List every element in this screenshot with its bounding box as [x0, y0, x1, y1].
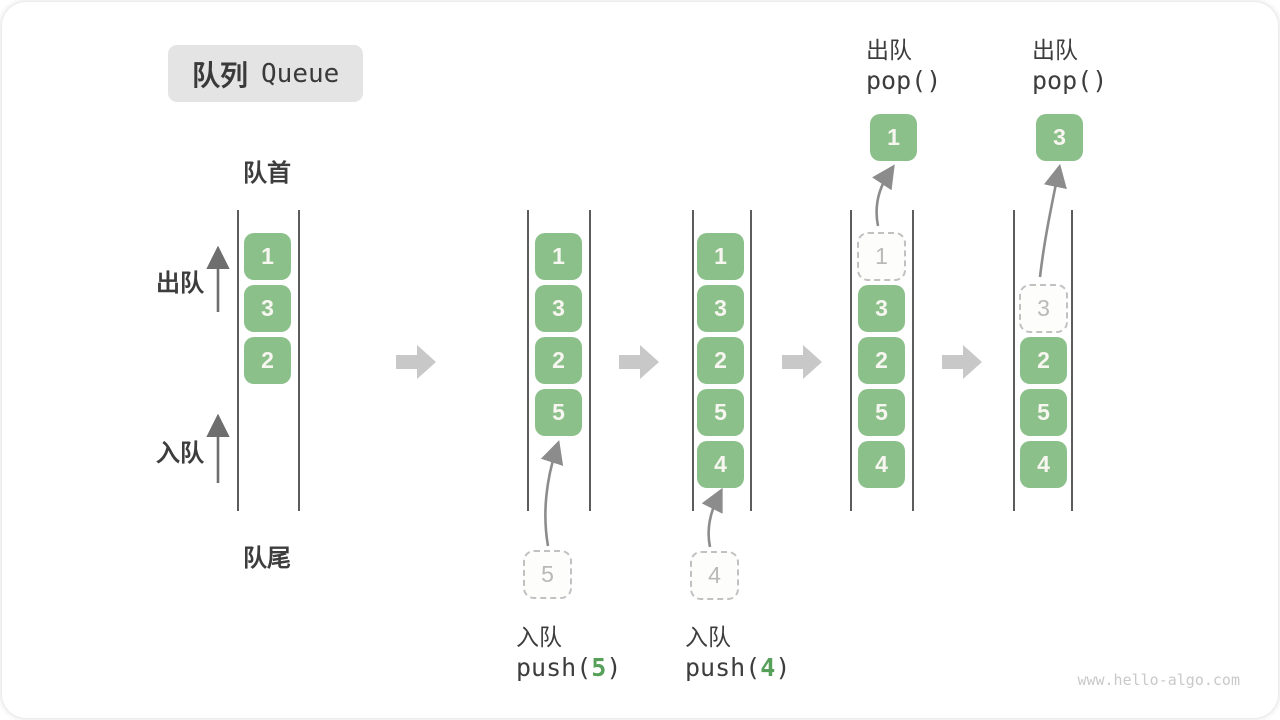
title-badge: 队列 Queue: [168, 45, 364, 102]
queue-cell: 5: [858, 389, 905, 436]
watermark: www.hello-algo.com: [1077, 671, 1240, 689]
queue4-left-wall: [850, 210, 852, 511]
title-zh: 队列: [192, 59, 249, 91]
dequeue-action-label: 出队: [866, 37, 912, 63]
queue-cell: 3: [858, 285, 905, 332]
queue-cell: 2: [697, 337, 744, 384]
enqueue-side-label: 入队: [156, 440, 204, 467]
queue4-right-wall: [912, 210, 914, 511]
removed-ghost-cell: 1: [857, 232, 906, 281]
queue-cell: 2: [535, 337, 582, 384]
queue-cell: 3: [697, 285, 744, 332]
queue-cell: 2: [244, 337, 291, 384]
queue1-left-wall: [237, 210, 239, 511]
fn-arg: 4: [760, 653, 776, 682]
queue-rear-label: 队尾: [243, 545, 291, 572]
fn-close: ): [606, 653, 622, 682]
queue-cell: 3: [244, 285, 291, 332]
queue-cell: 2: [858, 337, 905, 384]
queue-cell: 5: [697, 389, 744, 436]
fn-close: ): [775, 653, 791, 682]
popped-cell: 3: [1036, 114, 1083, 161]
queue-cell: 4: [697, 441, 744, 488]
queue1-right-wall: [298, 210, 300, 511]
queue2-left-wall: [527, 210, 529, 511]
queue3-right-wall: [750, 210, 752, 511]
queue-cell: 5: [1020, 389, 1067, 436]
push-call-text: push(4): [685, 653, 790, 682]
removed-ghost-cell: 3: [1019, 284, 1068, 333]
queue5-left-wall: [1013, 210, 1015, 511]
fn-arg: 5: [591, 653, 607, 682]
push-call-text: push(5): [516, 653, 621, 682]
dequeue-side-label: 出队: [156, 270, 204, 297]
fn-open: push(: [516, 653, 592, 682]
enqueue-action-label: 入队: [685, 624, 731, 650]
queue3-left-wall: [692, 210, 694, 511]
queue2-right-wall: [589, 210, 591, 511]
queue-cell: 4: [858, 441, 905, 488]
queue-cell: 2: [1020, 337, 1067, 384]
queue-cell: 4: [1020, 441, 1067, 488]
queue-cell: 1: [697, 233, 744, 280]
incoming-ghost-cell: 4: [690, 551, 739, 600]
queue-cell: 5: [535, 389, 582, 436]
pop-call-text: pop(): [1032, 66, 1108, 95]
queue-cell: 3: [535, 285, 582, 332]
queue-cell: 1: [244, 233, 291, 280]
queue-cell: 1: [535, 233, 582, 280]
title-en: Queue: [261, 58, 340, 89]
enqueue-action-label: 入队: [516, 624, 562, 650]
fn-open: push(: [685, 653, 761, 682]
queue5-right-wall: [1071, 210, 1073, 511]
incoming-ghost-cell: 5: [523, 550, 572, 599]
queue-front-label: 队首: [243, 160, 291, 187]
dequeue-action-label: 出队: [1032, 37, 1078, 63]
pop-call-text: pop(): [866, 66, 942, 95]
popped-cell: 1: [870, 114, 917, 161]
